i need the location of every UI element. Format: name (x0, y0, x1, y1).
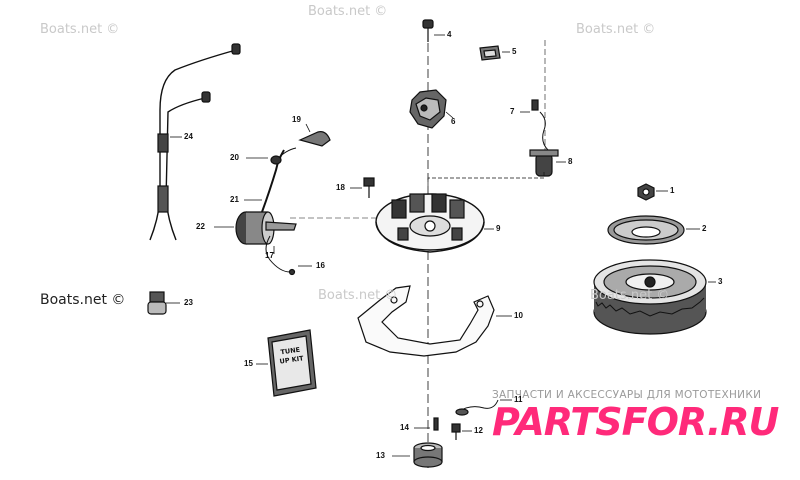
part-2-washer (607, 215, 700, 245)
part-7-screw (520, 99, 539, 113)
callout-3: 3 (718, 277, 723, 286)
part-5-felt-pad (479, 45, 510, 61)
part-10-retainer-plate (357, 285, 512, 357)
part-12-screw (451, 423, 472, 440)
part-22-ignition-coil (214, 211, 275, 245)
watermark: Boats.net © (590, 288, 670, 303)
part-19-spark-plug-cap (298, 123, 331, 147)
callout-15: 15 (244, 359, 253, 368)
part-3-flywheel (593, 259, 716, 335)
part-17-ground-wire (265, 221, 297, 273)
callout-5: 5 (512, 47, 517, 56)
callout-20: 20 (230, 153, 239, 162)
callout-23: 23 (184, 298, 193, 307)
watermark: Boats.net © (40, 22, 120, 37)
part-11-lead-wire (455, 399, 512, 416)
part-6-point-set (409, 89, 454, 129)
watermark-dark: Boats.net © (40, 292, 126, 308)
callout-9: 9 (496, 224, 501, 233)
callout-21: 21 (230, 195, 239, 204)
brand-subtitle: ЗАПЧАСТИ И АКСЕССУАРЫ ДЛЯ МОТОТЕХНИКИ (492, 389, 762, 401)
callout-24: 24 (184, 132, 193, 141)
part-14-pin (414, 417, 439, 431)
callout-10: 10 (514, 311, 523, 320)
callout-6: 6 (451, 117, 456, 126)
callout-11: 11 (514, 395, 523, 404)
watermark: Boats.net © (576, 22, 656, 37)
callout-22: 22 (196, 222, 205, 231)
part-9-stator-plate (375, 193, 494, 253)
callout-2: 2 (702, 224, 707, 233)
condenser-lead (427, 170, 545, 186)
part-16-terminal (288, 265, 312, 276)
part-13-bearing (392, 442, 443, 468)
callout-18: 18 (336, 183, 345, 192)
part-15-tune-up-kit-box (256, 329, 317, 397)
callout-19: 19 (292, 115, 301, 124)
part-4-screw (422, 19, 445, 42)
callout-1: 1 (670, 186, 675, 195)
brand-logo: PARTSFOR.RU (492, 400, 779, 444)
callout-8: 8 (568, 157, 573, 166)
callout-13: 13 (376, 451, 385, 460)
callout-16: 16 (316, 261, 325, 270)
part-1-nut (637, 183, 668, 201)
watermark: Boats.net © (318, 288, 398, 303)
part-24-wire-harness (149, 43, 241, 241)
part-18-screw (350, 177, 375, 198)
callout-17: 17 (265, 251, 274, 260)
callout-4: 4 (447, 30, 452, 39)
callout-7: 7 (510, 107, 515, 116)
part-23-connector-plug (147, 291, 180, 315)
part-20-spark-lead (246, 147, 297, 165)
part-8-condenser (529, 111, 566, 177)
watermark: Boats.net © (308, 4, 388, 19)
callout-12: 12 (474, 426, 483, 435)
callout-14: 14 (400, 423, 409, 432)
